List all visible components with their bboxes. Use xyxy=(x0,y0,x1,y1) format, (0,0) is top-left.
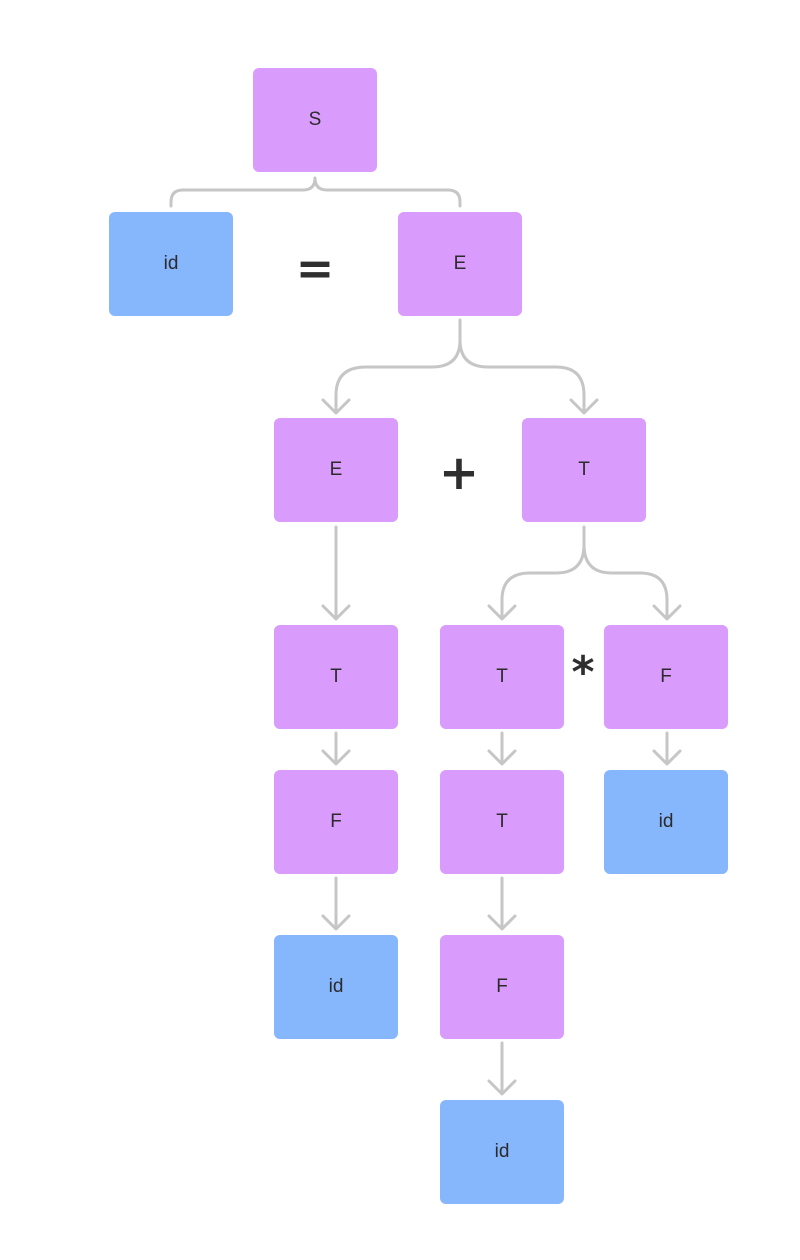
node-id-mid: id xyxy=(440,1100,564,1204)
arrowhead-f-left xyxy=(321,749,351,766)
arrowhead-f-mid xyxy=(487,914,517,931)
arrowhead-t-left xyxy=(321,604,351,621)
edge-t-to-t-mid xyxy=(500,525,586,620)
node-s: S xyxy=(253,68,377,172)
edge-e-to-e xyxy=(334,318,462,414)
node-id-top: id xyxy=(109,212,233,316)
node-t-mid: T xyxy=(440,625,564,729)
edge-e-to-t xyxy=(458,338,586,414)
operator-equals: = xyxy=(295,241,335,295)
arrowhead-e-left xyxy=(321,398,351,415)
node-f-right: F xyxy=(604,625,728,729)
node-t-mid-lower: T xyxy=(440,770,564,874)
edge-t-to-f-right xyxy=(582,543,669,620)
arrowhead-f-right xyxy=(652,604,682,621)
arrowhead-id-right xyxy=(652,749,682,766)
node-id-right: id xyxy=(604,770,728,874)
node-e-left: E xyxy=(274,418,398,522)
node-t-right: T xyxy=(522,418,646,522)
arrowhead-id-mid xyxy=(487,1079,517,1096)
arrowhead-t-mid-lower xyxy=(487,749,517,766)
operator-plus: + xyxy=(438,445,480,501)
node-id-left-chain: id xyxy=(274,935,398,1039)
node-f-mid: F xyxy=(440,935,564,1039)
operator-times: * xyxy=(571,646,595,698)
edge-s-brace xyxy=(169,176,462,208)
arrowhead-id-left xyxy=(321,914,351,931)
node-t-left-chain: T xyxy=(274,625,398,729)
arrowhead-t-mid xyxy=(487,604,517,621)
node-e-top: E xyxy=(398,212,522,316)
arrowhead-t-right xyxy=(569,398,599,415)
node-f-left-chain: F xyxy=(274,770,398,874)
